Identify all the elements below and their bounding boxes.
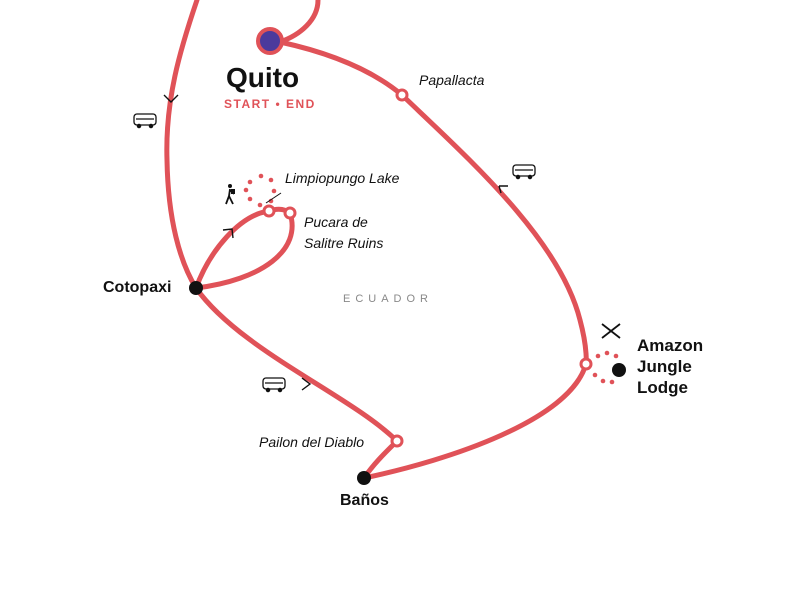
papallacta-label: Papallacta — [419, 72, 485, 88]
waypoint-pucara[interactable] — [283, 206, 297, 220]
limpiopungo-label: Limpiopungo Lake — [285, 170, 400, 186]
route-pailon-cotopaxi — [193, 285, 400, 444]
start-label: Quito — [226, 62, 300, 93]
route-quito-north — [277, 0, 321, 45]
start-marker-quito[interactable] — [256, 27, 284, 55]
paddles-icon — [601, 323, 621, 339]
waypoint-pailon[interactable] — [390, 434, 404, 448]
route-amazon-banos — [361, 361, 589, 481]
amazon-label-line2: Jungle — [637, 357, 692, 376]
pailon-label: Pailon del Diablo — [259, 434, 365, 450]
route-west — [164, 0, 200, 291]
direction-arrow-icon — [498, 185, 508, 194]
stop-marker-cotopaxi[interactable] — [189, 281, 203, 295]
stop-marker-banos[interactable] — [357, 471, 371, 485]
direction-arrow-icon — [222, 228, 234, 239]
waypoint-papallacta[interactable] — [395, 88, 409, 102]
amazon-label-line3: Lodge — [637, 378, 688, 397]
bus-icon — [512, 164, 536, 180]
route-cotopaxi-limpiopungo — [193, 206, 295, 291]
start-end-tag: START • END — [224, 97, 316, 111]
stop-marker-amazon[interactable] — [612, 363, 626, 377]
banos-label: Baños — [340, 492, 389, 509]
dotted-ring-limpiopungo — [243, 173, 277, 208]
waypoint-amazon[interactable] — [579, 357, 593, 371]
region-label: ECUADOR — [343, 293, 434, 305]
hiker-icon — [225, 184, 235, 205]
amazon-label-line1: Amazon — [637, 336, 704, 355]
bus-icon — [262, 377, 286, 393]
leader-line — [265, 192, 282, 204]
direction-arrow-icon — [301, 377, 312, 391]
route-east — [277, 39, 589, 367]
waypoint-limpiopungo[interactable] — [262, 204, 276, 218]
bus-icon — [133, 113, 157, 129]
dotted-ring-amazon — [592, 350, 619, 385]
cotopaxi-label: Cotopaxi — [103, 279, 172, 296]
pucara-label-line2: Salitre Ruins — [304, 235, 384, 251]
direction-arrow-icon — [163, 94, 179, 103]
pucara-label-line1: Pucara de — [304, 214, 368, 230]
